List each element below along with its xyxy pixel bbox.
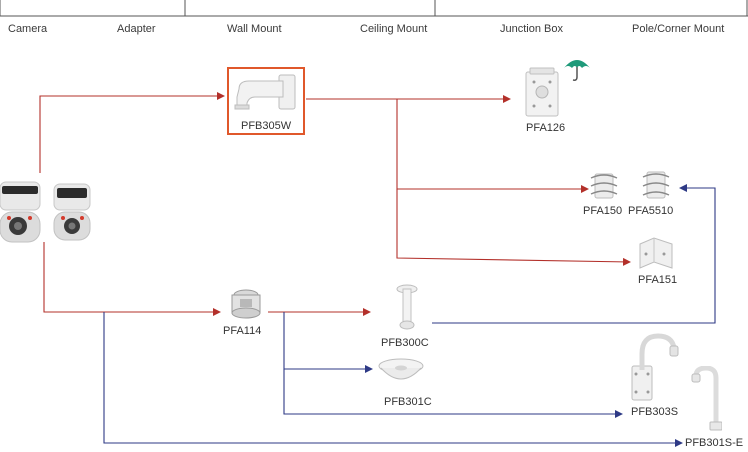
pole-mount-icon — [590, 173, 618, 199]
arrow-camera-to-wall-mount — [39, 92, 225, 173]
column-header-wall-mount: Wall Mount — [227, 23, 282, 35]
column-header-camera: Camera — [8, 23, 48, 35]
label-pfb300c: PFB300C — [381, 337, 429, 349]
label-pfa126: PFA126 — [526, 122, 566, 134]
gooseneck-mount-icon — [691, 366, 722, 431]
corner-mount-icon — [639, 237, 673, 269]
junction-box-icon — [525, 67, 559, 117]
label-pfa5510: PFA5510 — [628, 205, 674, 217]
corner-mount-icon — [642, 171, 670, 199]
label-pfb301se: PFB301S-E — [685, 437, 744, 449]
wall-mount-bracket-icon — [227, 67, 305, 135]
column-header-junction-box: Junction Box — [500, 23, 563, 35]
arrow-camera-to-pfb301se — [103, 312, 683, 447]
arrow-wall-mount-to-pfa151 — [396, 189, 631, 266]
label-pfa150: PFA150 — [583, 205, 623, 217]
column-header-pole-corner-mount: Pole/Corner Mount — [632, 23, 725, 35]
arrow-adapter-to-pfb301c — [283, 312, 373, 373]
gooseneck-mount-icon — [631, 333, 679, 401]
arrow-pfb300c-to-pole — [432, 184, 716, 324]
pendant-mount-icon — [396, 284, 418, 330]
arrow-camera-to-adapter — [43, 242, 221, 316]
label-pfb303s: PFB303S — [631, 406, 679, 418]
dual-ptz-camera-icon — [0, 181, 91, 243]
column-header-adapter: Adapter — [117, 23, 156, 35]
label-pfa151: PFA151 — [638, 274, 678, 286]
ceiling-dome-icon — [378, 358, 424, 380]
top-table-frame — [0, 0, 748, 17]
label-pfb301c: PFB301C — [384, 396, 432, 408]
label-pfa114: PFA114 — [223, 325, 262, 337]
column-header-ceiling-mount: Ceiling Mount — [360, 23, 428, 35]
umbrella-icon — [564, 60, 590, 81]
arrow-adapter-to-pfb303s — [283, 369, 623, 418]
adapter-icon — [231, 289, 261, 319]
label-pfb305w: PFB305W — [241, 120, 292, 132]
